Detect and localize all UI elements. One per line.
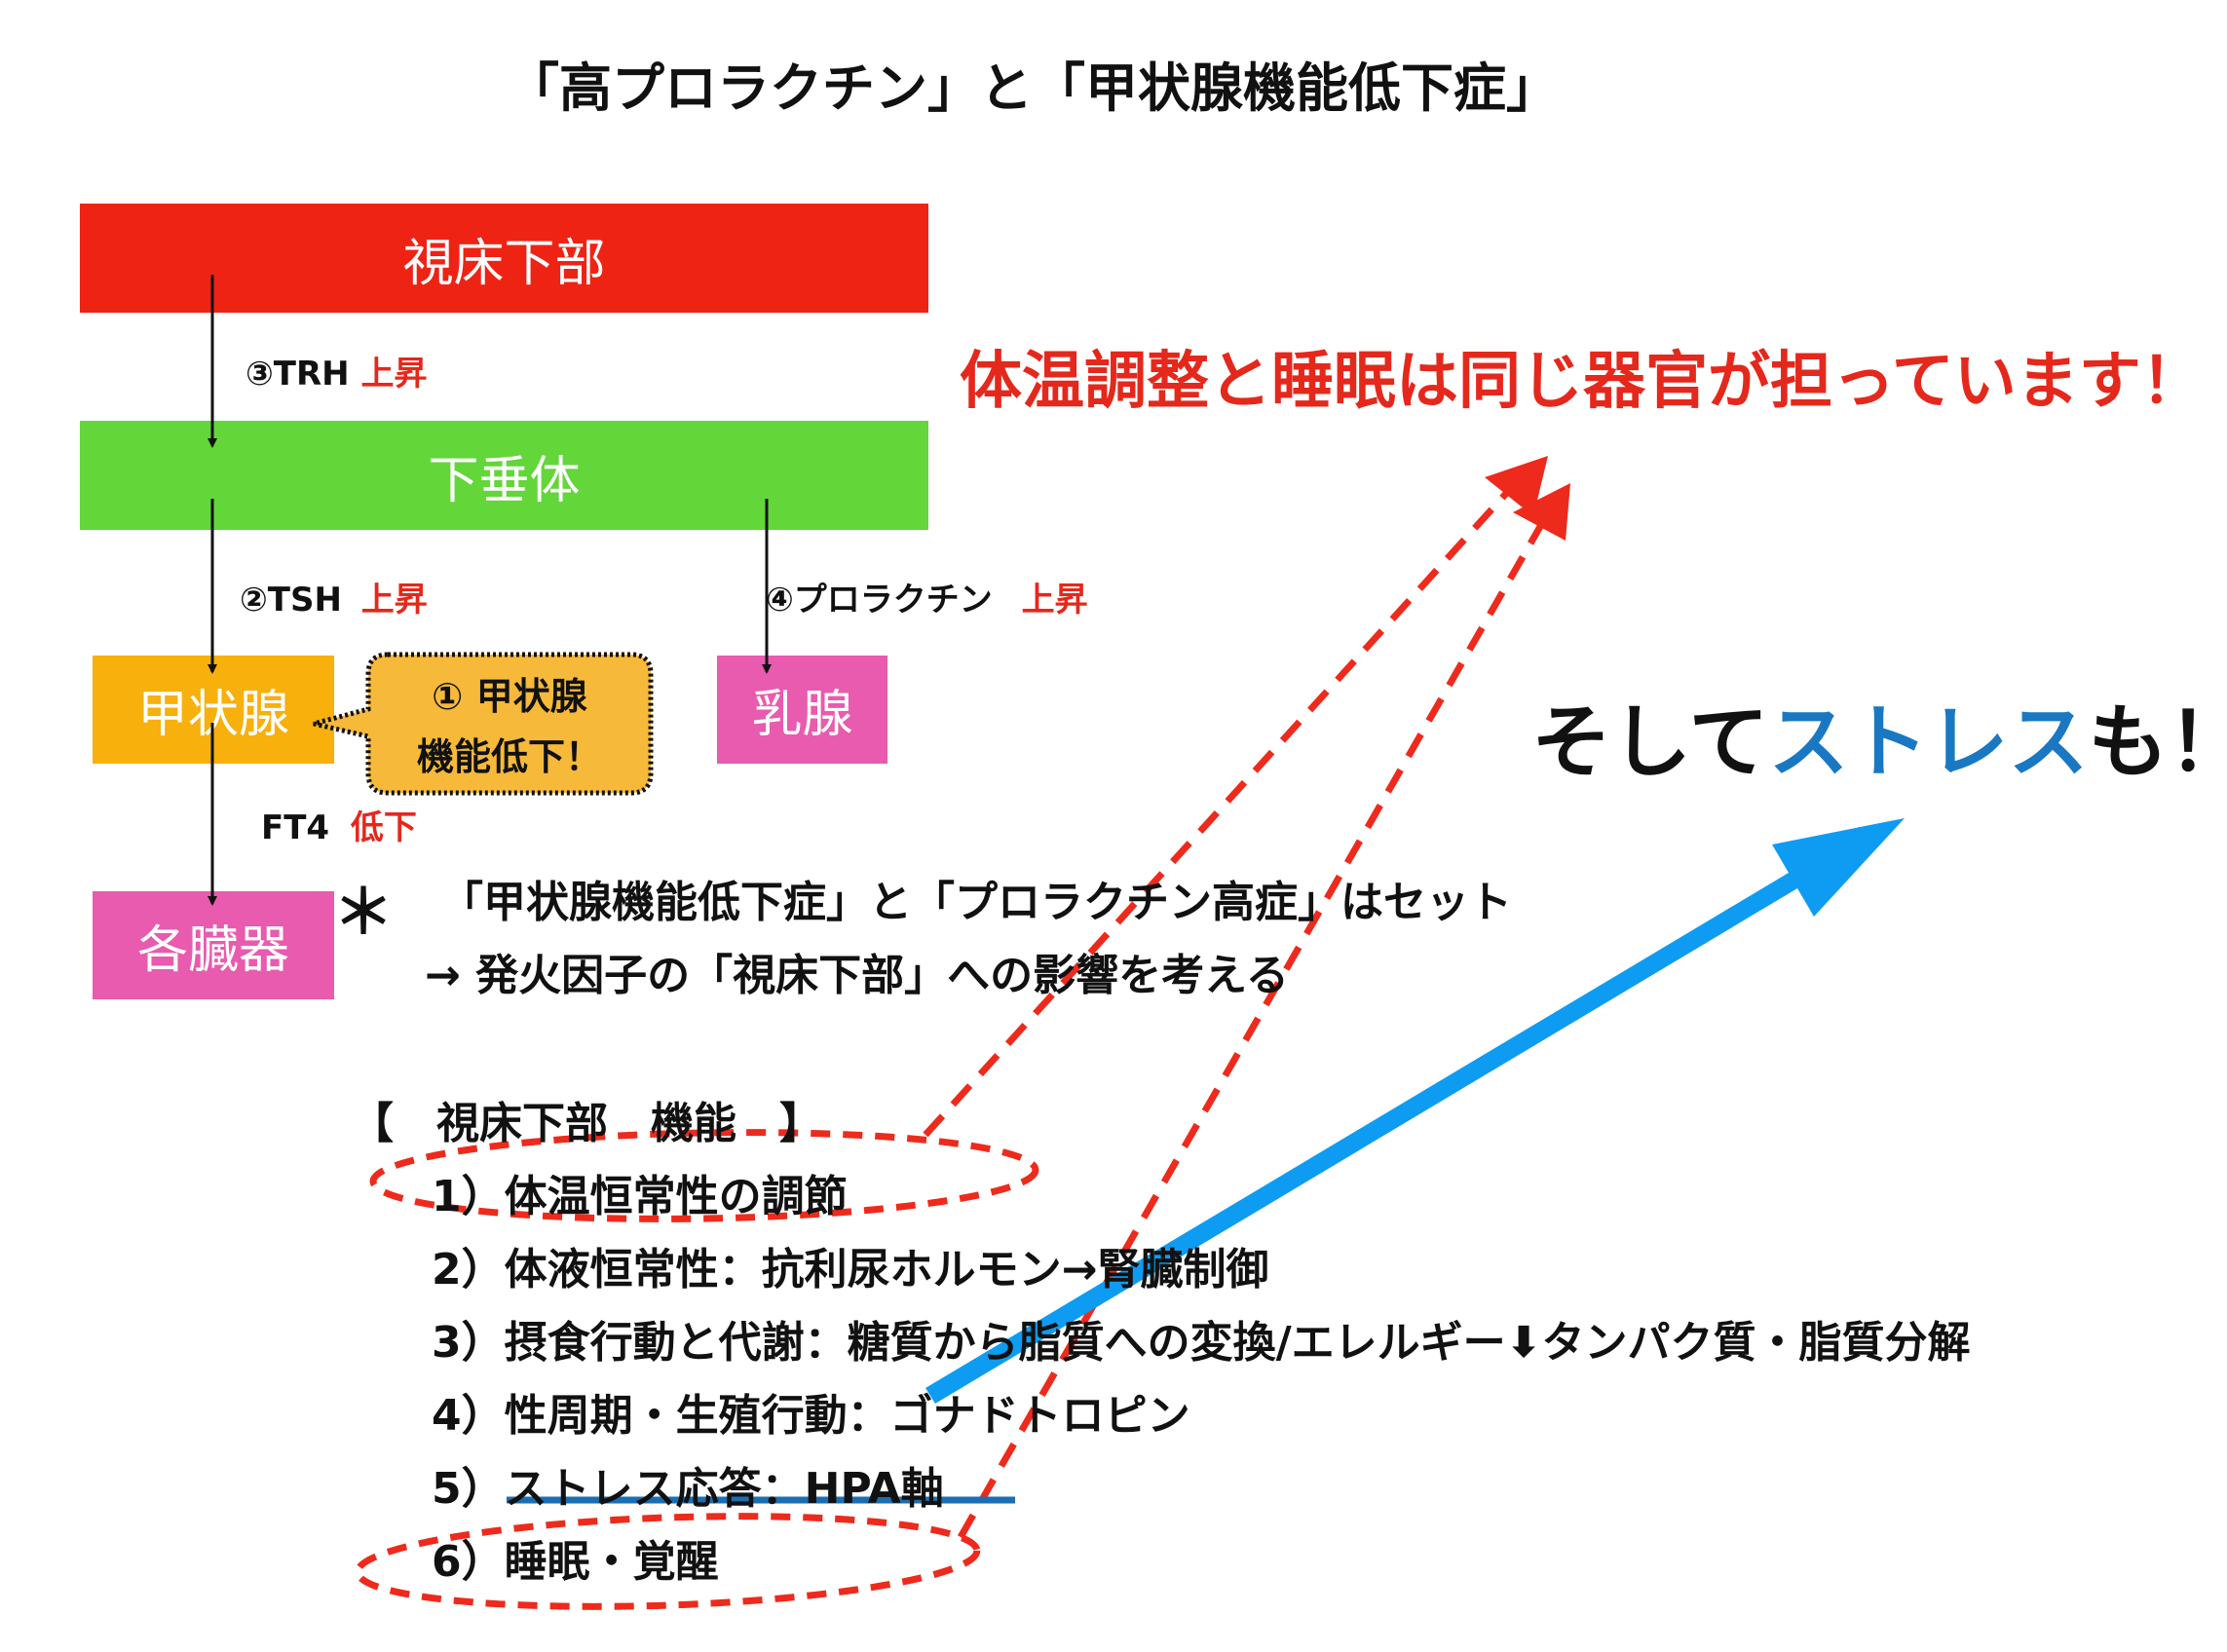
callout-line1: ① 甲状腺 [432,675,587,718]
note-asterisk: ＊ [333,877,395,948]
function-item: 2）体液恒常性：抗利尿ホルモン→腎臓制御 [432,1245,1269,1295]
function-item: 6）睡眠・覚醒 [432,1537,719,1587]
pituitary-box: 下垂体 [80,421,928,530]
mammary-gland-label: 乳腺 [751,686,853,744]
hypothalamus-label: 視床下部 [402,234,606,293]
note-line1: 「甲状腺機能低下症」と「プロラクチン高症」はセット [440,878,1512,927]
tsh-name: ②TSH [240,581,342,620]
prolactin-name: ④プロラクチン [766,581,993,620]
function-item: 5）ストレス応答：HPA軸 [432,1464,944,1514]
function-item: 1）体温恒常性の調節 [432,1172,848,1221]
thyroid-label: 甲状腺 [136,686,289,744]
tsh-change: 上昇 [360,581,428,620]
trh-label: ③TRH 上昇 [245,347,427,394]
function-item: 3）摂食行動と代謝：糖質から脂質への変換/エレルギー⬇︎タンパク質・脂質分解 [432,1318,1971,1368]
dashed-arrowhead-temperature [1485,456,1548,516]
ft4-change: 低下 [350,808,417,847]
message-stress: そしてストレスも！ [1531,677,2227,793]
ft4-name: FT4 [261,808,330,847]
organs-label: 各臓器 [136,921,289,980]
trh-change: 上昇 [360,355,428,394]
functions-heading: 【 視床下部 機能 】 [351,1099,822,1148]
function-item: 4）性周期・生殖行動：ゴナドトロピン [432,1391,1190,1441]
tsh-label: ②TSH 上昇 [240,573,428,620]
ft4-label: FT4 低下 [261,801,417,848]
prolactin-change: 上昇 [1021,581,1088,620]
callout-text: ① 甲状腺 機能低下！ [368,666,651,787]
trh-name: ③TRH [245,355,350,394]
dashed-arrowhead-sleep [1513,483,1570,541]
note-line2: → 発火因子の「視床下部」への影響を考える [425,951,1289,1000]
message-stress-prefix: そして [1531,696,1769,789]
message-stress-word: ストレス [1768,696,2089,789]
message-stress-suffix: も！ [2088,696,2227,789]
page-title: 「高プロラクチン」と「甲状腺機能低下症」 [507,57,1559,119]
pituitary-label: 下垂体 [428,451,581,510]
thyroid-box: 甲状腺 [93,656,334,764]
organs-box: 各臓器 [93,891,334,999]
hypothalamus-box: 視床下部 [80,204,928,313]
prolactin-label: ④プロラクチン 上昇 [766,573,1088,620]
message-temperature-sleep: 体温調整と睡眠は同じ器官が担っています！ [960,346,2204,418]
mammary-gland-box: 乳腺 [717,656,887,764]
callout-line2: 機能低下！ [416,735,602,778]
